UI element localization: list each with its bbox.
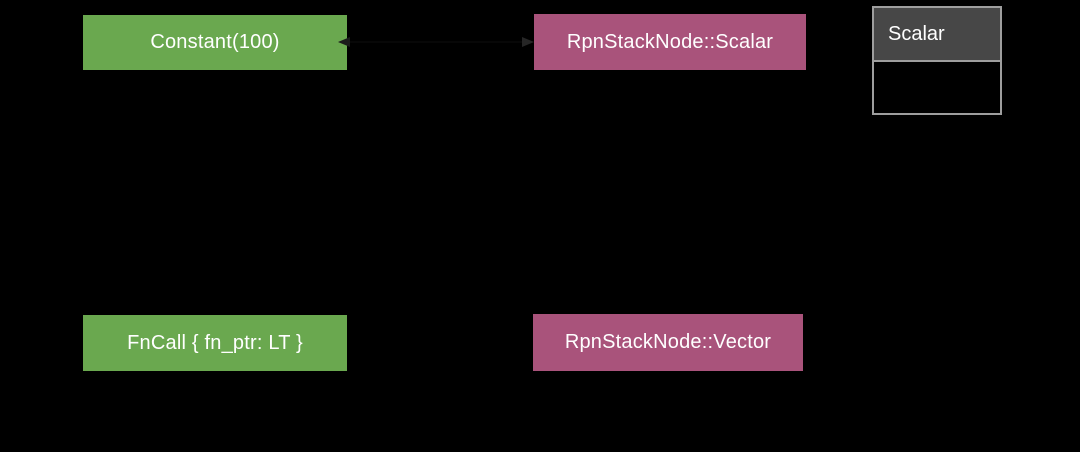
scalar-record-table: Scalar	[872, 6, 1002, 115]
node-fncall-label: FnCall { fn_ptr: LT }	[127, 331, 303, 354]
edge-constant-to-rpn-scalar	[349, 41, 523, 43]
node-constant: Constant(100)	[83, 15, 347, 70]
node-rpn-stack-node-vector-label: RpnStackNode::Vector	[564, 331, 772, 353]
node-rpn-stack-node-vector: RpnStackNode::Vector	[533, 314, 803, 371]
node-fncall: FnCall { fn_ptr: LT }	[83, 315, 347, 371]
arrowhead-into-rpn-scalar-icon	[522, 37, 534, 47]
node-rpn-stack-node-scalar: RpnStackNode::Scalar	[534, 14, 806, 70]
node-rpn-stack-node-scalar-label: RpnStackNode::Scalar	[566, 30, 774, 53]
node-constant-label: Constant(100)	[150, 31, 280, 53]
scalar-record-table-header: Scalar	[874, 8, 1000, 62]
scalar-record-table-header-label: Scalar	[888, 22, 945, 45]
arrowhead-into-constant-icon	[338, 37, 350, 47]
scalar-record-table-empty-cell	[874, 62, 1000, 113]
